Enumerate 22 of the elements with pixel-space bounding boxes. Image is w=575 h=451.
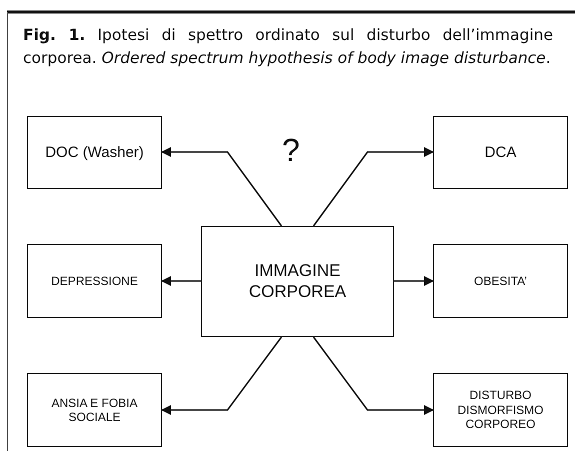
condition-box — [27, 373, 162, 447]
box-label: DISTURBO DISMORFISMO CORPOREO — [456, 388, 544, 432]
condition-box — [27, 116, 162, 189]
box-label: DEPRESSIONE — [50, 274, 139, 288]
arrow — [161, 147, 282, 226]
arrow — [161, 276, 201, 286]
figure-caption: Fig. 1. Ipotesi di spettro ordinato sul disturbo dell’immagine corporea. Ordered spectrum hypothesis of body image disturbance. — [23, 25, 553, 69]
condition-box — [27, 244, 162, 318]
condition-box — [433, 373, 568, 447]
condition-box — [433, 116, 568, 189]
box-label: DOC (Washer) — [44, 144, 145, 162]
box-label: OBESITA’ — [473, 274, 528, 288]
condition-box — [433, 244, 568, 318]
arrow — [394, 276, 434, 286]
arrow — [161, 336, 282, 415]
arrow — [312, 336, 434, 415]
box-label: IMMAGINE CORPOREA — [248, 261, 348, 302]
box-label: ANSIA E FOBIA SOCIALE — [50, 396, 139, 424]
central-concept-box — [201, 226, 394, 337]
box-label: DCA — [484, 144, 518, 162]
question-mark-label: ? — [282, 132, 300, 168]
arrow — [312, 147, 434, 226]
